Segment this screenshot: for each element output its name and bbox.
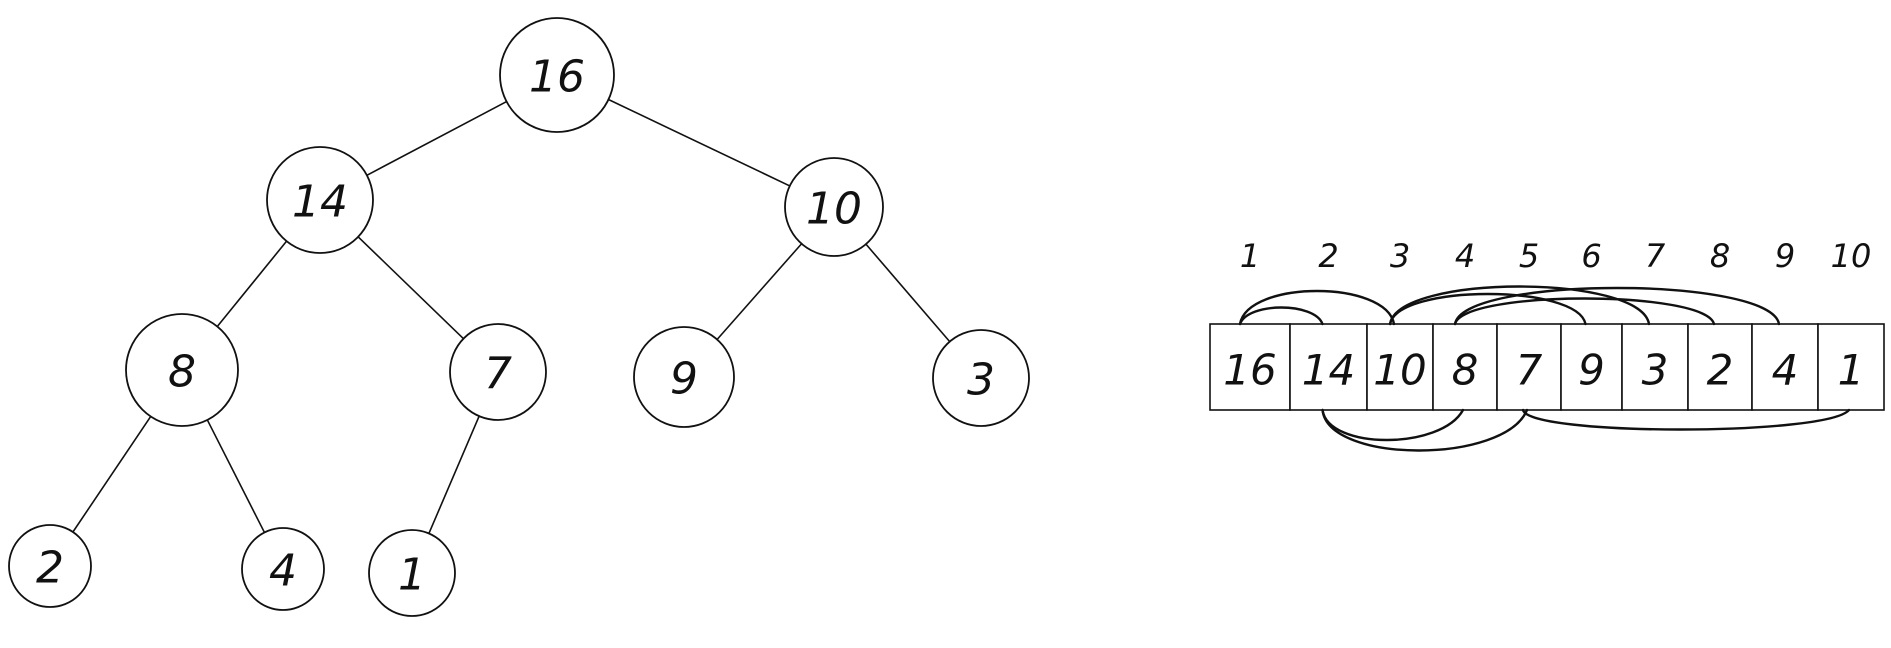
tree-node-circle xyxy=(266,146,374,254)
array-index-6: 6 xyxy=(1581,237,1601,275)
array-cell-box xyxy=(1209,323,1291,411)
tree-node-label: 10 xyxy=(806,184,862,235)
array-index-7: 7 xyxy=(1645,237,1666,275)
array-link-4-to-8 xyxy=(1453,297,1716,326)
tree-node-2: 2 xyxy=(8,524,92,608)
array-cell-3: 10 xyxy=(1366,323,1434,411)
tree-edge-16-10 xyxy=(608,98,791,187)
tree-node-circle xyxy=(241,527,325,611)
tree-node-16: 16 xyxy=(499,17,615,133)
array-index-3: 3 xyxy=(1390,237,1410,275)
array-cell-value: 14 xyxy=(1302,346,1355,395)
array-cell-value: 2 xyxy=(1707,346,1734,395)
array-cell-box xyxy=(1496,323,1562,411)
array-cell-value: 7 xyxy=(1516,346,1543,395)
tree-edge-14-8 xyxy=(216,240,288,328)
tree-edge-10-9 xyxy=(716,243,803,341)
array-link-2-to-4 xyxy=(1321,408,1465,442)
tree-node-label: 14 xyxy=(292,177,348,228)
array-cell-5: 7 xyxy=(1496,323,1562,411)
array-cell-1: 16 xyxy=(1209,323,1291,411)
tree-edge-14-7 xyxy=(357,236,465,340)
array-link-1-to-3 xyxy=(1238,289,1396,326)
tree-node-label: 8 xyxy=(168,347,196,398)
tree-node-14: 14 xyxy=(266,146,374,254)
tree-edge-10-3 xyxy=(865,243,951,343)
tree-node-circle xyxy=(633,326,735,428)
array-cell-value: 9 xyxy=(1578,346,1605,395)
array-cell-2: 14 xyxy=(1289,323,1368,411)
tree-node-circle xyxy=(784,157,884,257)
tree-node-circle xyxy=(932,329,1030,427)
tree-node-8: 8 xyxy=(125,313,239,427)
tree-node-9: 9 xyxy=(633,326,735,428)
array-cell-box xyxy=(1751,323,1819,411)
tree-node-label: 9 xyxy=(670,354,698,405)
array-cell-box xyxy=(1366,323,1434,411)
array-cell-value: 3 xyxy=(1642,346,1669,395)
array-cell-value: 10 xyxy=(1373,346,1426,395)
tree-node-3: 3 xyxy=(932,329,1030,427)
tree-node-label: 2 xyxy=(36,543,64,594)
array-cell-9: 4 xyxy=(1751,323,1819,411)
array-index-5: 5 xyxy=(1519,237,1539,275)
tree-node-7: 7 xyxy=(449,323,547,421)
tree-edge-7-1 xyxy=(428,415,480,534)
tree-node-label: 4 xyxy=(269,546,297,597)
tree-edge-8-2 xyxy=(72,416,152,533)
array-link-3-to-6 xyxy=(1388,292,1587,326)
array-cell-10: 1 xyxy=(1817,323,1885,411)
tree-edges xyxy=(72,98,951,534)
tree-node-10: 10 xyxy=(784,157,884,257)
array-cell-4: 8 xyxy=(1432,323,1498,411)
array-cell-6: 9 xyxy=(1560,323,1623,411)
tree-node-label: 7 xyxy=(484,349,512,400)
tree-node-circle xyxy=(368,529,456,617)
array-link-4-to-9 xyxy=(1453,286,1781,326)
array-links xyxy=(1238,285,1851,452)
array-cell-value: 16 xyxy=(1223,346,1276,395)
tree-node-circle xyxy=(125,313,239,427)
tree-node-1: 1 xyxy=(368,529,456,617)
array-cell-box xyxy=(1432,323,1498,411)
tree-node-circle xyxy=(8,524,92,608)
array-cell-box xyxy=(1687,323,1753,411)
tree-edge-16-14 xyxy=(366,100,507,176)
array-cell-box xyxy=(1817,323,1885,411)
tree-nodes: 16 14 10 8 7 9 3 2 4 1 xyxy=(8,17,1030,617)
array-index-9: 9 xyxy=(1775,237,1795,275)
tree-node-circle xyxy=(449,323,547,421)
array-cell-box xyxy=(1621,323,1689,411)
array-index-1: 1 xyxy=(1240,237,1260,275)
array-index-2: 2 xyxy=(1318,237,1338,275)
array-link-5-to-10 xyxy=(1521,408,1851,431)
tree-node-circle xyxy=(499,17,615,133)
array-link-3-to-7 xyxy=(1388,285,1651,326)
tree-edge-8-4 xyxy=(206,419,266,533)
array-link-1-to-2 xyxy=(1238,306,1324,326)
tree-node-label: 1 xyxy=(398,550,426,601)
array-cell-value: 4 xyxy=(1772,346,1799,395)
array-cell-value: 8 xyxy=(1452,346,1479,395)
array-indices: 1 2 3 4 5 6 7 8 9 10 xyxy=(1240,237,1872,275)
array-link-2-to-5 xyxy=(1321,408,1529,452)
array-index-4: 4 xyxy=(1455,237,1475,275)
array-index-8: 8 xyxy=(1710,237,1730,275)
tree-node-4: 4 xyxy=(241,527,325,611)
array-cell-8: 2 xyxy=(1687,323,1753,411)
tree-node-label: 3 xyxy=(967,355,995,406)
tree-node-label: 16 xyxy=(529,52,585,103)
array-cell-value: 1 xyxy=(1838,346,1865,395)
array-index-10: 10 xyxy=(1831,237,1872,275)
array-cell-7: 3 xyxy=(1621,323,1689,411)
